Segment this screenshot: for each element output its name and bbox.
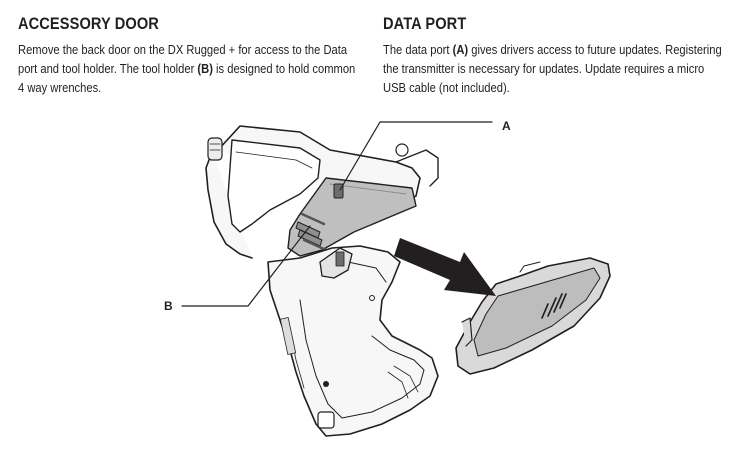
data-port-text: The data port (A) gives drivers access t… <box>383 40 723 97</box>
transmitter-illustration: A B <box>0 100 747 456</box>
accessory-door-heading: ACCESSORY DOOR <box>18 14 310 34</box>
data-port-text-part-1: The data port <box>383 42 453 57</box>
removal-arrow <box>394 238 496 296</box>
label-b: B <box>164 299 173 313</box>
data-port-ref-a: (A) <box>453 42 469 57</box>
accessory-door-section: ACCESSORY DOOR Remove the back door on t… <box>18 14 358 97</box>
data-port-section: DATA PORT The data port (A) gives driver… <box>383 14 733 97</box>
accessory-door-text: Remove the back door on the DX Rugged + … <box>18 40 358 97</box>
accessory-door-ref-b: (B) <box>197 61 213 76</box>
data-port-heading: DATA PORT <box>383 14 684 34</box>
transmitter-body <box>206 126 438 436</box>
label-a: A <box>502 119 511 133</box>
